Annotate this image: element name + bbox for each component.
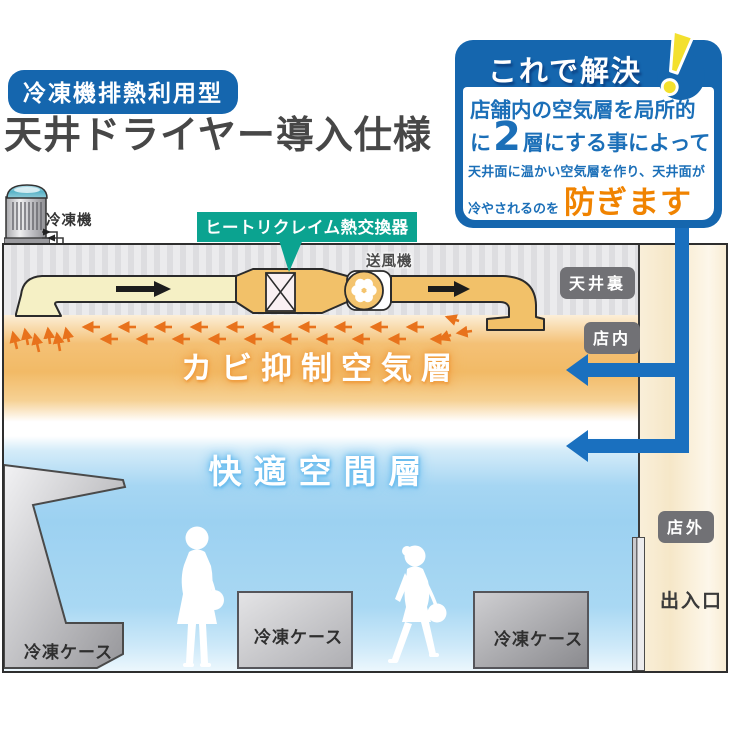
mold-suppression-layer-label: カビ抑制空気層 xyxy=(181,351,461,387)
heat-exchanger-label: ヒートリクレイム熱交換器 xyxy=(197,212,417,242)
freezer-case-middle xyxy=(237,591,353,669)
fan-icon xyxy=(344,270,384,311)
callout-emphasis: 防ぎます xyxy=(564,185,693,221)
freezer-case-label: 冷凍ケース xyxy=(494,630,584,650)
refrigerator-unit-icon xyxy=(4,184,50,245)
freezer-case-right xyxy=(473,591,589,669)
fan-label: 送風機 xyxy=(366,254,413,270)
callout-line4-row: 冷やされるのを 防ぎます xyxy=(468,177,692,222)
store-wall xyxy=(638,245,640,671)
inside-store-badge: 店内 xyxy=(584,322,641,354)
exclamation-icon xyxy=(660,29,695,97)
callout-line2: に 2 層にする事によって xyxy=(470,117,710,157)
entrance-door xyxy=(632,537,645,671)
duct-flow-arrow xyxy=(428,281,470,297)
callout-line2-pre: に xyxy=(470,131,491,155)
intake-duct xyxy=(15,275,237,317)
outside-store-badge: 店外 xyxy=(658,511,715,543)
callout-connector-arrows xyxy=(566,218,689,462)
shopper-walking-silhouette xyxy=(388,545,447,663)
callout-title: これで解決 xyxy=(487,54,643,88)
solution-callout: 店舗内の空気層を局所的 に 2 層にする事によって 天井面に温かい空気層を作り、… xyxy=(455,29,722,228)
callout-big-number: 2 xyxy=(493,114,521,160)
supply-duct xyxy=(390,275,545,331)
page-title: 天井ドライヤー導入仕様 xyxy=(4,113,432,157)
entrance-label: 出入口 xyxy=(660,590,724,612)
callout-line4: 冷やされるのを xyxy=(468,202,560,217)
callout-line1: 店舗内の空気層を局所的 xyxy=(470,98,696,122)
comfort-layer-label: 快適空間層 xyxy=(208,452,434,491)
heat-exchanger-pointer xyxy=(278,237,304,272)
callout-line3: 天井面に温かい空気層を作り、天井面が xyxy=(468,165,706,180)
callout-line2-post: 層にする事によって xyxy=(522,131,711,155)
freezer-case-label: 冷凍ケース xyxy=(254,628,344,648)
above-ceiling-badge: 天井裏 xyxy=(560,267,636,299)
freezer-case-label: 冷凍ケース xyxy=(24,643,114,663)
shopper-standing-silhouette xyxy=(177,526,224,667)
freezer-unit-label: 冷凍機 xyxy=(46,213,93,229)
type-badge: 冷凍機排熱利用型 xyxy=(8,70,238,114)
warm-air-arrows xyxy=(9,314,473,353)
freezer-case-left xyxy=(4,463,127,669)
duct-assembly xyxy=(9,268,545,353)
duct-flow-arrow xyxy=(116,281,171,297)
store-floor-scene xyxy=(4,463,589,669)
diagram-frame: カビ抑制空気層 快適空間層 天井裏 店内 店外 出入口 xyxy=(2,243,728,673)
callout-body: 店舗内の空気層を局所的 に 2 層にする事によって 天井面に温かい空気層を作り、… xyxy=(463,87,714,222)
